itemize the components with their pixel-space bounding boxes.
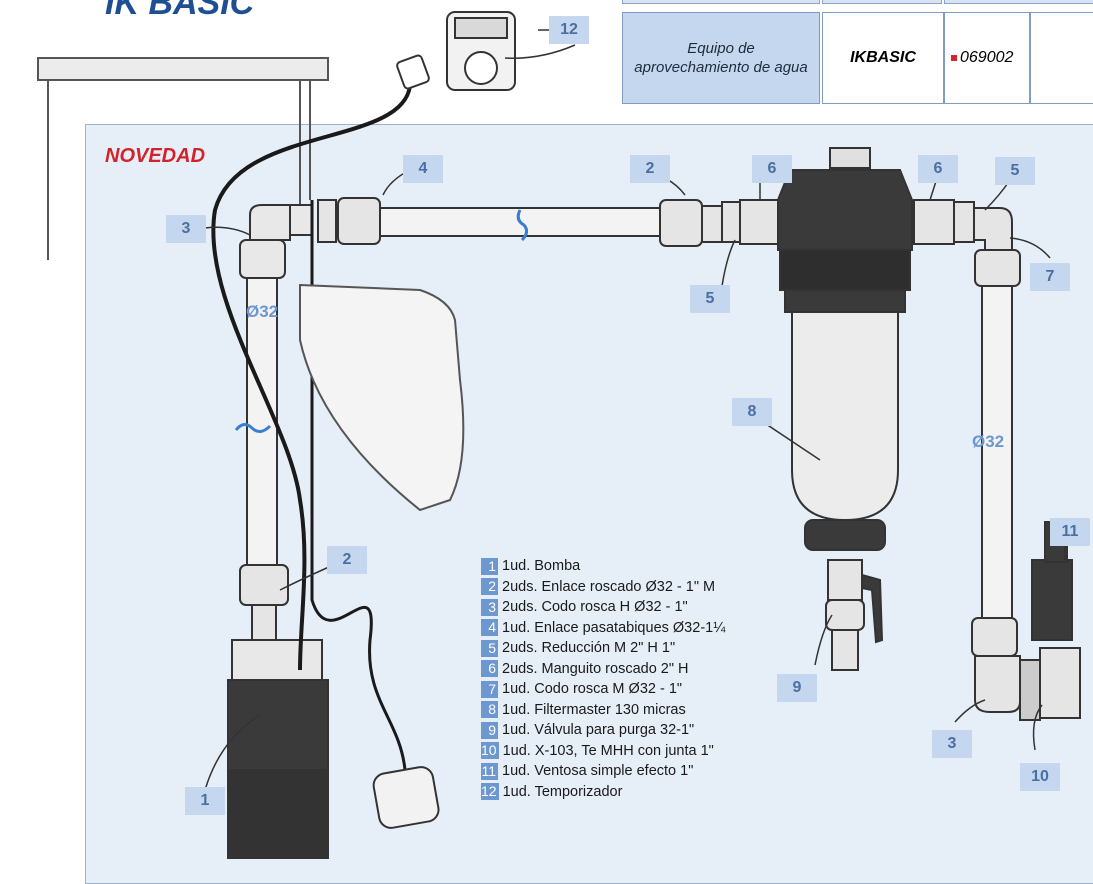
code-marker-icon xyxy=(951,55,957,61)
coupling-left xyxy=(659,199,779,247)
tank-structure xyxy=(37,57,329,260)
legend-number: 4 xyxy=(481,619,498,637)
callout-2-top: 2 xyxy=(630,155,670,183)
pump-housing xyxy=(299,283,465,512)
model-name: IKBASIC xyxy=(850,49,916,66)
break-mark-vertical xyxy=(234,423,272,433)
purge-valve xyxy=(825,559,884,671)
legend-text: 2uds. Reducción M 2" H 1" xyxy=(502,640,676,657)
callout-4: 4 xyxy=(403,155,443,183)
legend-text: 1ud. Filtermaster 130 micras xyxy=(502,701,686,718)
page-title: IK BASIC xyxy=(105,0,255,22)
legend-number: 5 xyxy=(481,639,498,657)
float-cable xyxy=(310,200,407,771)
header-strip-cell xyxy=(944,0,1093,4)
code-cell: 069002 xyxy=(944,12,1030,104)
model-cell: IKBASIC xyxy=(822,12,944,104)
legend-number: 7 xyxy=(481,680,498,698)
float-switch xyxy=(372,766,440,829)
legend-number: 3 xyxy=(481,598,498,616)
legend-number: 1 xyxy=(481,557,498,575)
legend-number: 8 xyxy=(481,701,498,719)
header-strip-cell xyxy=(822,0,942,4)
legend-number: 11 xyxy=(481,762,498,780)
legend-text: 1ud. Enlace pasatabiques Ø32-1¼ xyxy=(502,619,726,636)
header-strip-cell xyxy=(622,0,820,4)
pump xyxy=(227,564,329,859)
legend-number: 9 xyxy=(481,721,498,739)
callout-7: 7 xyxy=(1030,263,1070,291)
break-mark-horizontal xyxy=(516,209,529,242)
bottom-right-fittings xyxy=(971,521,1081,721)
product-description: Equipo de aprovechamiento de agua xyxy=(622,12,820,104)
filter-body xyxy=(777,147,913,551)
legend-text: 2uds. Enlace roscado Ø32 - 1" M xyxy=(502,578,716,595)
installation-diagram xyxy=(37,11,1081,859)
legend-text: 2uds. Codo rosca H Ø32 - 1" xyxy=(502,599,688,616)
legend-number: 6 xyxy=(481,660,498,678)
elbow-left xyxy=(239,204,313,279)
legend-text: 1ud. Válvula para purga 32-1" xyxy=(502,722,695,739)
pump-cable xyxy=(211,74,413,671)
callout-1: 1 xyxy=(185,787,225,815)
callout-3-right: 3 xyxy=(932,730,972,758)
callout-12: 12 xyxy=(549,16,589,44)
legend-text: 1ud. Codo rosca M Ø32 - 1" xyxy=(502,681,683,698)
callout-5-right: 5 xyxy=(995,157,1035,185)
bulkhead-fitting xyxy=(317,197,381,245)
extra-cell xyxy=(1030,12,1093,104)
legend-text: 1ud. X-103, Te MHH con junta 1" xyxy=(502,742,714,759)
callout-6-right: 6 xyxy=(918,155,958,183)
legend-text: 1ud. Bomba xyxy=(502,558,581,575)
diameter-label-right: Ø32 xyxy=(972,432,1005,451)
callout-9: 9 xyxy=(777,674,817,702)
callout-3-left: 3 xyxy=(166,215,206,243)
callout-6-left: 6 xyxy=(752,155,792,183)
legend-text: 2uds. Manguito roscado 2" H xyxy=(502,660,689,677)
legend-text: 1ud. Temporizador xyxy=(502,783,623,800)
timer-device xyxy=(396,11,516,91)
diameter-label-left: Ø32 xyxy=(246,302,279,321)
coupling-right xyxy=(913,199,1021,287)
callout-8: 8 xyxy=(732,398,772,426)
legend-number: 10 xyxy=(481,742,499,760)
callout-11: 11 xyxy=(1050,518,1090,546)
legend-text: 1ud. Ventosa simple efecto 1" xyxy=(502,763,694,780)
legend-number: 2 xyxy=(481,578,498,596)
callout-10: 10 xyxy=(1020,763,1060,791)
callout-2-left: 2 xyxy=(327,546,367,574)
novedad-badge: NOVEDAD xyxy=(105,145,206,167)
callout-5-left: 5 xyxy=(690,285,730,313)
product-code: 069002 xyxy=(960,49,1014,66)
legend-number: 12 xyxy=(481,783,499,801)
